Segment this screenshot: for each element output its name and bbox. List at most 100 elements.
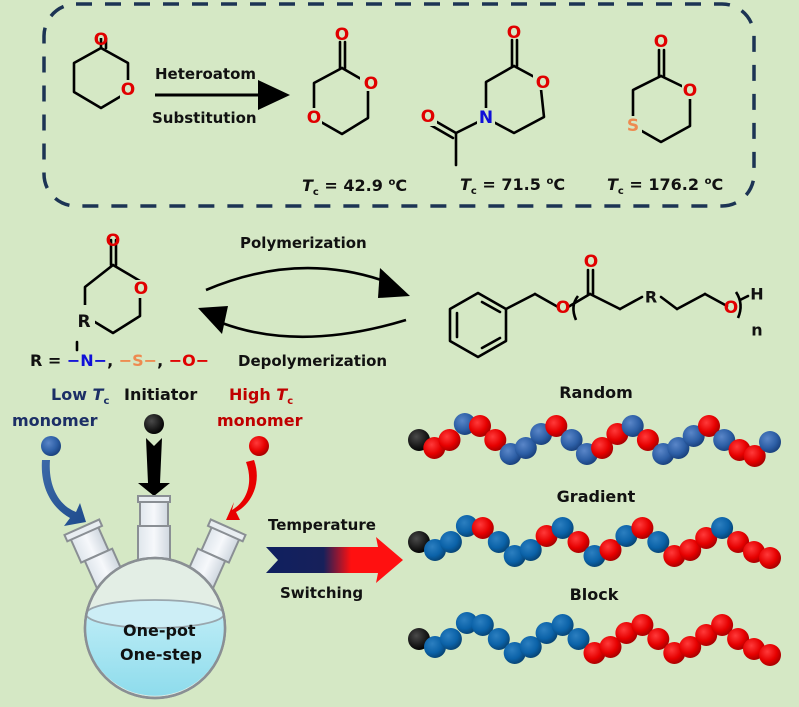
- polymer-chains: [408, 413, 781, 666]
- low-tc-monomer-bead: [551, 517, 574, 539]
- low-tc-monomer-bead: [41, 436, 61, 456]
- sulfur-atom: S: [627, 116, 639, 136]
- initiator-bead: [144, 414, 164, 434]
- depolymerization-arrowhead: [198, 306, 228, 334]
- low-tc-monomer-bead: [667, 437, 690, 459]
- heteroatom-substitution-arrow: [155, 80, 290, 110]
- low-tc-monomer-bead: [519, 539, 542, 561]
- oxygen-atom: O: [421, 107, 435, 127]
- high-tc-monomer-bead: [567, 531, 590, 553]
- high-tc-monomer-bead: [591, 437, 614, 459]
- low-tc-monomer-bead: [759, 431, 781, 453]
- dioxanone-structure: O O O: [304, 25, 378, 136]
- tc-acetyl-morpholinone: Tc = 71.5 oC: [460, 175, 565, 197]
- delta-valerolactone-structure: O O: [72, 22, 138, 110]
- high-tc-monomer-bead: [759, 644, 781, 666]
- high-tc-monomer-bead: [469, 415, 491, 437]
- low-tc-monomer-bead: [560, 429, 583, 451]
- switching-label: Switching: [280, 584, 363, 602]
- polymerization-label: Polymerization: [240, 234, 367, 252]
- low-tc-monomer-bead: [519, 636, 542, 658]
- oxygen-atom: O: [364, 74, 378, 94]
- depolymerization-label: Depolymerization: [238, 352, 387, 370]
- high-tc-monomer-bead: [636, 429, 659, 451]
- depolymerization-arrow: [221, 318, 407, 339]
- high-tc-monomer-bead: [679, 539, 702, 561]
- low-tc-monomer-bead: [514, 437, 537, 459]
- oxygen-atom: O: [335, 25, 349, 45]
- high-tc-monomer-bead: [679, 636, 702, 658]
- high-tc-monomer-bead: [695, 624, 718, 646]
- architecture-title-block: Block: [570, 585, 619, 604]
- high-tc-monomer-bead: [647, 628, 670, 650]
- r-group-label: R: [645, 288, 657, 307]
- low-tc-monomer-bead: [621, 415, 644, 437]
- initiator-feed-arrow: [138, 438, 170, 496]
- oxygen-atom: O: [106, 231, 120, 251]
- acetyl-morpholinone-structure: O O N O: [419, 23, 551, 167]
- low-tc-monomer-bead: [647, 531, 670, 553]
- initiator-label: Initiator: [124, 385, 197, 404]
- high-tc-monomer-bead: [438, 429, 461, 451]
- low-tc-monomer-label: monomer: [12, 411, 98, 430]
- low-tc-feed-arrow: [41, 460, 86, 526]
- low-tc-monomer-bead: [487, 628, 510, 650]
- oxygen-atom: O: [121, 80, 135, 100]
- chain-random: [408, 413, 781, 467]
- high-tc-monomer-bead: [631, 614, 654, 636]
- high-tc-monomer-bead: [695, 527, 718, 549]
- low-tc-monomer-bead: [567, 628, 590, 650]
- temperature-switching-arrow: [266, 537, 403, 583]
- high-tc-monomer-bead: [727, 628, 750, 650]
- substitution-box: [42, 2, 756, 208]
- oxygen-atom: O: [724, 298, 738, 318]
- high-tc-monomer-label: monomer: [217, 411, 303, 430]
- oxygen-atom: O: [94, 30, 108, 50]
- three-neck-flask: [63, 495, 247, 700]
- chain-gradient: [408, 515, 781, 569]
- high-tc-monomer-bead: [249, 436, 269, 456]
- polymerization-arrowhead: [378, 268, 410, 298]
- oxygen-atom: O: [134, 279, 148, 299]
- high-tc-monomer-bead: [545, 415, 568, 437]
- flask-label-one-step: One-step: [120, 645, 202, 664]
- oxygen-atom: O: [584, 252, 598, 272]
- arrow-label-heteroatom: Heteroatom: [155, 65, 256, 83]
- high-tc-monomer-bead: [599, 636, 622, 658]
- high-tc-monomer-bead: [759, 547, 781, 569]
- architecture-title-gradient: Gradient: [557, 487, 636, 506]
- oxygen-atom: O: [556, 298, 570, 318]
- end-group-label: H: [750, 285, 763, 304]
- r-definition: R = −N−, −S−, −O−: [30, 351, 209, 370]
- low-tc-monomer-bead: [551, 614, 574, 636]
- high-tc-label: High Tc: [229, 385, 293, 407]
- oxygen-atom: O: [536, 73, 550, 93]
- chain-block: [408, 612, 781, 666]
- repeat-subscript: n: [751, 321, 762, 340]
- low-tc-monomer-bead: [471, 614, 494, 636]
- arrow-label-substitution: Substitution: [152, 109, 257, 127]
- high-tc-monomer-bead: [711, 614, 734, 636]
- low-tc-monomer-bead: [439, 628, 462, 650]
- low-tc-monomer-bead: [711, 517, 734, 539]
- tc-thiomorpholinone: Tc = 176.2 oC: [607, 175, 723, 197]
- oxygen-atom: O: [507, 23, 521, 43]
- polymer-structure: O O R O H n: [448, 252, 764, 359]
- high-tc-monomer-bead: [599, 539, 622, 561]
- high-tc-monomer-bead: [698, 415, 720, 437]
- high-tc-monomer-bead: [727, 531, 750, 553]
- generic-monomer-structure: O O R: [75, 231, 149, 352]
- temperature-label: Temperature: [268, 516, 376, 534]
- high-tc-monomer-bead: [484, 429, 507, 451]
- tc-dioxanone: Tc = 42.9 oC: [302, 176, 407, 198]
- polymerization-arrow: [205, 266, 391, 292]
- nitrogen-atom: N: [479, 108, 493, 128]
- high-tc-feed-arrow: [226, 460, 257, 520]
- thiomorpholinone-structure: O O S: [624, 32, 700, 144]
- architecture-title-random: Random: [559, 383, 633, 402]
- oxygen-atom: O: [307, 108, 321, 128]
- high-tc-monomer-bead: [631, 517, 654, 539]
- low-tc-label: Low Tc: [51, 385, 109, 407]
- low-tc-monomer-bead: [439, 531, 462, 553]
